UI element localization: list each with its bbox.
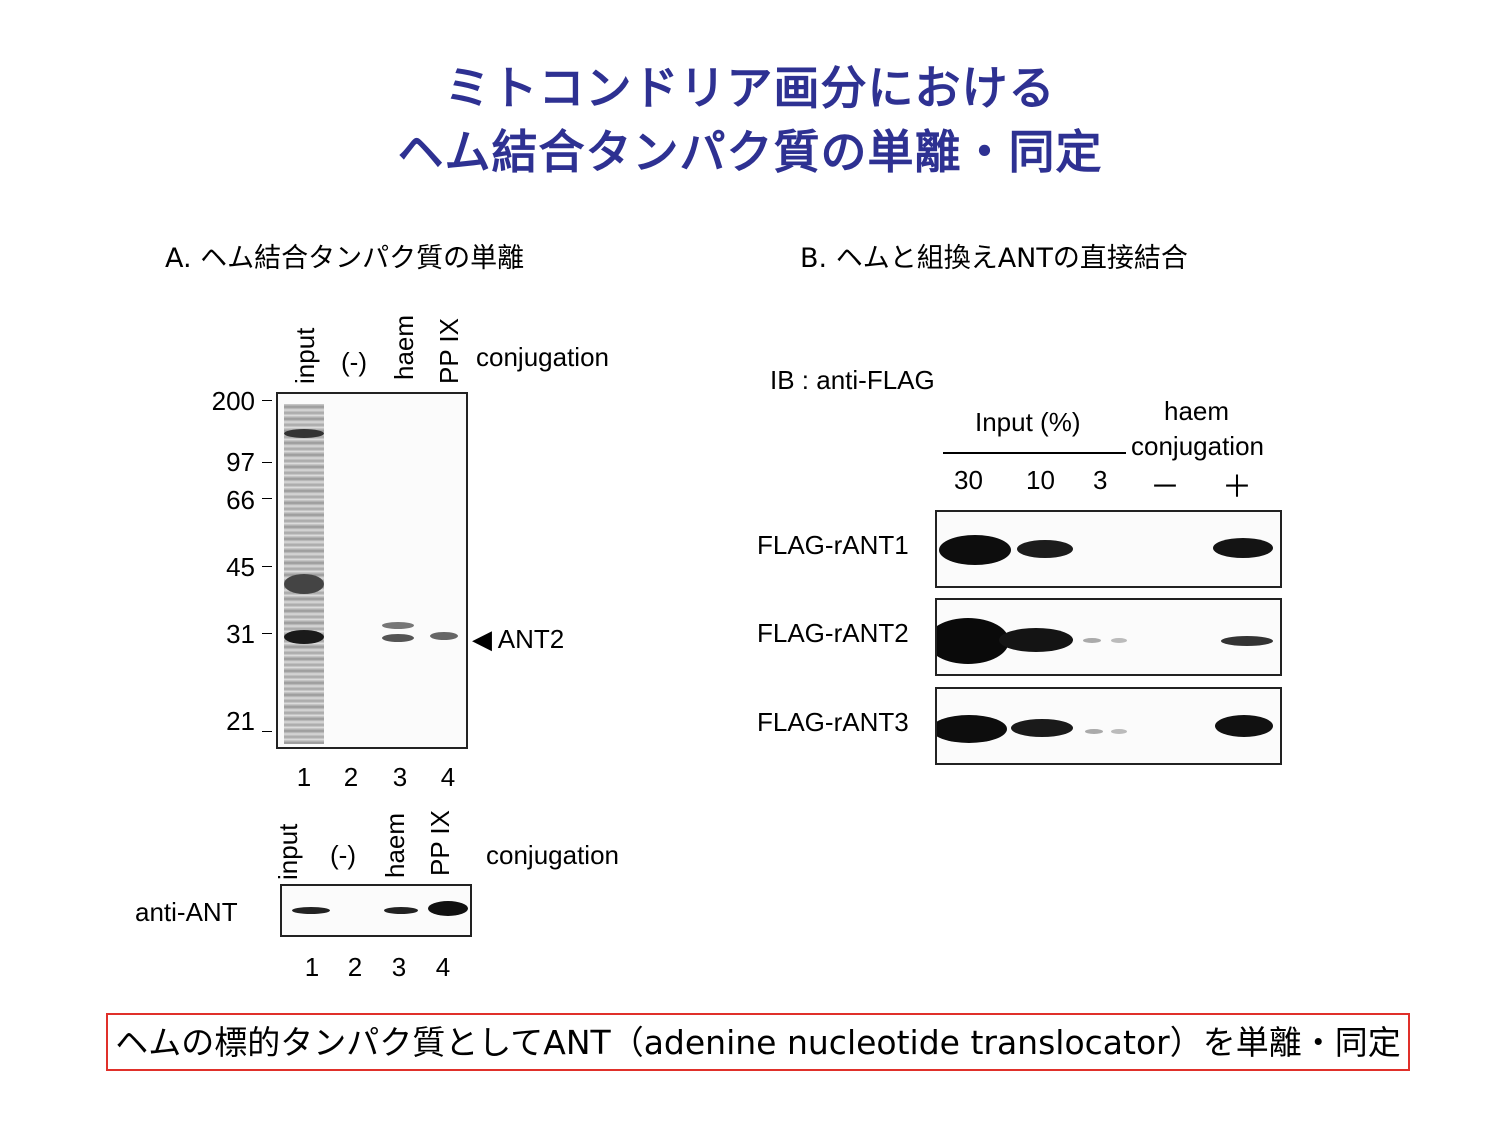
conjugation-label: conjugation xyxy=(486,840,619,870)
band xyxy=(292,907,330,914)
band xyxy=(284,574,324,594)
anti-ant-label: anti-ANT xyxy=(135,897,238,927)
column-header: 10 xyxy=(1026,465,1055,495)
band xyxy=(939,535,1011,565)
band-haem-upper xyxy=(382,622,414,629)
band xyxy=(384,907,418,914)
input-underline xyxy=(943,452,1126,454)
lane-number: 4 xyxy=(435,952,451,982)
band-ppix xyxy=(430,632,458,640)
column-header: 3 xyxy=(1093,465,1108,495)
lane-header-neg: (-) xyxy=(330,840,356,870)
mw-tick xyxy=(262,462,272,463)
ant2-arrow-label: ◀ ANT2 xyxy=(472,624,565,654)
lane-number: 3 xyxy=(391,952,407,982)
lane-header-input: input xyxy=(273,823,303,880)
band xyxy=(999,628,1073,652)
band xyxy=(284,429,324,438)
lane-number: 3 xyxy=(392,762,408,792)
band xyxy=(1111,638,1127,643)
conjugation-label: conjugation xyxy=(1131,431,1264,461)
lane-number: 4 xyxy=(440,762,456,792)
column-header: 30 xyxy=(954,465,983,495)
mw-tick xyxy=(262,731,272,732)
lane-header-haem: haem xyxy=(389,314,419,380)
mw-marker-97: 97 xyxy=(226,447,255,477)
row-label-rant3: FLAG-rANT3 xyxy=(757,707,909,737)
title-line-1: ミトコンドリア画分における xyxy=(444,61,1056,115)
band xyxy=(1221,636,1273,646)
panel-b-heading: B. ヘムと組換えANTの直接結合 xyxy=(800,243,1188,274)
column-header-plus: ＋ xyxy=(1222,471,1252,504)
mw-marker-45: 45 xyxy=(226,552,255,582)
haem-label: haem xyxy=(1164,396,1230,426)
row-label-rant2: FLAG-rANT2 xyxy=(757,618,909,648)
band xyxy=(428,901,468,916)
band xyxy=(1213,538,1273,558)
band xyxy=(1017,540,1073,558)
mw-marker-66: 66 xyxy=(226,485,255,515)
input-percent-label: Input (%) xyxy=(975,407,1081,437)
mw-tick xyxy=(262,566,272,567)
mw-marker-31: 31 xyxy=(226,619,255,649)
mw-tick xyxy=(262,498,272,499)
blot-rant1 xyxy=(935,510,1282,588)
band xyxy=(1011,719,1073,737)
band xyxy=(1085,729,1103,734)
band xyxy=(937,618,1009,664)
band xyxy=(284,630,324,644)
title-line-2: ヘム結合タンパク質の単離・同定 xyxy=(397,125,1103,179)
conjugation-label: conjugation xyxy=(476,342,609,372)
blot-rant3 xyxy=(935,687,1282,765)
mw-marker-21: 21 xyxy=(226,706,255,736)
lane-number: 1 xyxy=(304,952,320,982)
band xyxy=(1215,715,1273,737)
mw-tick xyxy=(262,400,272,401)
row-label-rant1: FLAG-rANT1 xyxy=(757,530,909,560)
lane-header-ppix: PP IX xyxy=(434,317,464,384)
lower-blot-image xyxy=(280,884,472,937)
band xyxy=(1111,729,1127,734)
lane-header-neg: (-) xyxy=(341,347,367,377)
mw-marker-200: 200 xyxy=(211,386,255,416)
upper-gel-image xyxy=(276,392,468,749)
lane-number: 2 xyxy=(347,952,363,982)
lane-number: 2 xyxy=(343,762,359,792)
ib-label: IB : anti-FLAG xyxy=(770,365,935,395)
band-haem-lower xyxy=(382,634,414,642)
lane-header-haem: haem xyxy=(380,812,410,878)
band xyxy=(937,715,1007,743)
lane-header-ppix: PP IX xyxy=(425,809,455,876)
summary-box: ヘムの標的タンパク質としてANT（adenine nucleotide tran… xyxy=(106,1013,1410,1071)
lane-number: 1 xyxy=(296,762,312,792)
lane-header-input: input xyxy=(290,327,320,384)
band xyxy=(1083,638,1101,643)
panel-a-heading: A. ヘム結合タンパク質の単離 xyxy=(165,243,525,274)
mw-tick xyxy=(262,633,272,634)
column-header-minus: － xyxy=(1150,471,1180,504)
blot-rant2 xyxy=(935,598,1282,676)
